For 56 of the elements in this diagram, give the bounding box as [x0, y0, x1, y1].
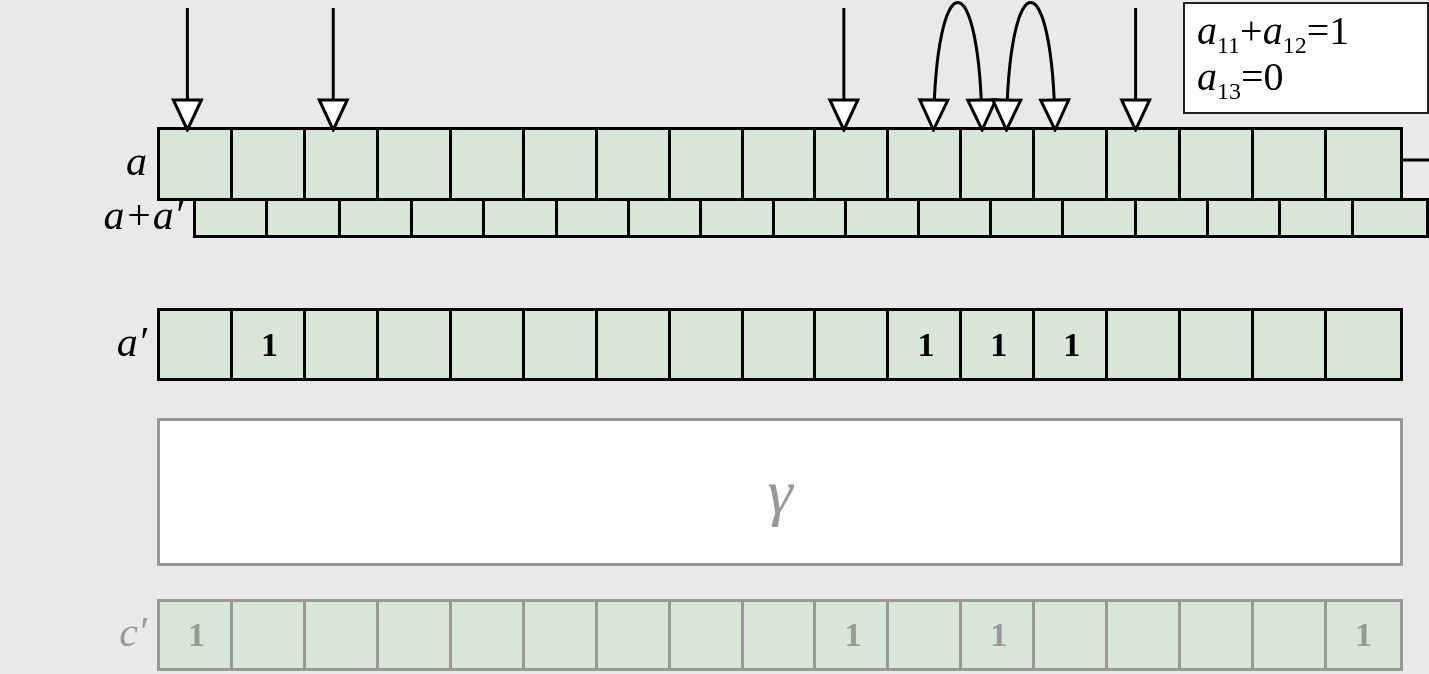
- greek-letter: γ: [767, 455, 793, 529]
- bit-cell: [916, 201, 992, 235]
- bit-cell: [667, 602, 744, 668]
- bit-cell: [667, 130, 744, 198]
- row-label: a′: [116, 317, 147, 366]
- double-arrow: [991, 1, 1070, 132]
- bit-cell: [157, 130, 233, 198]
- double-arrow: [919, 1, 997, 132]
- bit-cell: [302, 130, 379, 198]
- bit-cell: [448, 130, 525, 198]
- bit-cell: [844, 201, 920, 235]
- row-label: a+a′: [103, 191, 183, 239]
- arrow: [171, 8, 203, 132]
- row-label: c′: [119, 608, 147, 656]
- bit-cell: [699, 201, 775, 235]
- bit-cell: [265, 201, 341, 235]
- bit-cell: [229, 130, 306, 198]
- bit-cell: [375, 130, 452, 198]
- bit-cell: [157, 311, 233, 378]
- bit-array: [157, 308, 1403, 381]
- bit-cell: [375, 602, 452, 668]
- bit-cell: [302, 602, 379, 668]
- bit-cell: [667, 311, 744, 378]
- bit-cell: [448, 602, 525, 668]
- note-box: [1183, 2, 1429, 114]
- arrow: [828, 8, 860, 132]
- arrow: [317, 8, 349, 132]
- bit-cell: [229, 602, 306, 668]
- bit-cell: 1: [1324, 602, 1400, 668]
- arrow: [1120, 8, 1152, 132]
- row-label: a: [126, 137, 147, 185]
- bit-array: [157, 599, 1403, 671]
- bit-cell: [1133, 201, 1209, 235]
- bit-cell: [1350, 201, 1426, 235]
- bit-array: [157, 127, 1403, 201]
- bit-cell: [1324, 130, 1400, 198]
- bit-cell: 1: [157, 602, 233, 668]
- bit-cell: [521, 130, 598, 198]
- bit-array: [193, 198, 1429, 238]
- bit-cell: [594, 130, 671, 198]
- bit-cell: [375, 311, 452, 378]
- bit-cell: [594, 602, 671, 668]
- bit-cell: [482, 201, 558, 235]
- bit-cell: [594, 311, 671, 378]
- bit-cell: [302, 311, 379, 378]
- gamma-block: [157, 418, 1403, 566]
- bit-cell: 1: [229, 311, 306, 378]
- equation: a$_{13}$=0: [1197, 54, 1285, 100]
- bit-cell: [448, 311, 525, 378]
- bit-cell: [521, 602, 598, 668]
- bit-cell: [521, 311, 598, 378]
- connector-line: [1403, 158, 1429, 162]
- equation: a$_{11}$+a$_{12}$=1: [1197, 8, 1351, 54]
- bit-cell: [1324, 311, 1400, 378]
- bit-cell: [1061, 201, 1137, 235]
- bit-cell: [1278, 201, 1354, 235]
